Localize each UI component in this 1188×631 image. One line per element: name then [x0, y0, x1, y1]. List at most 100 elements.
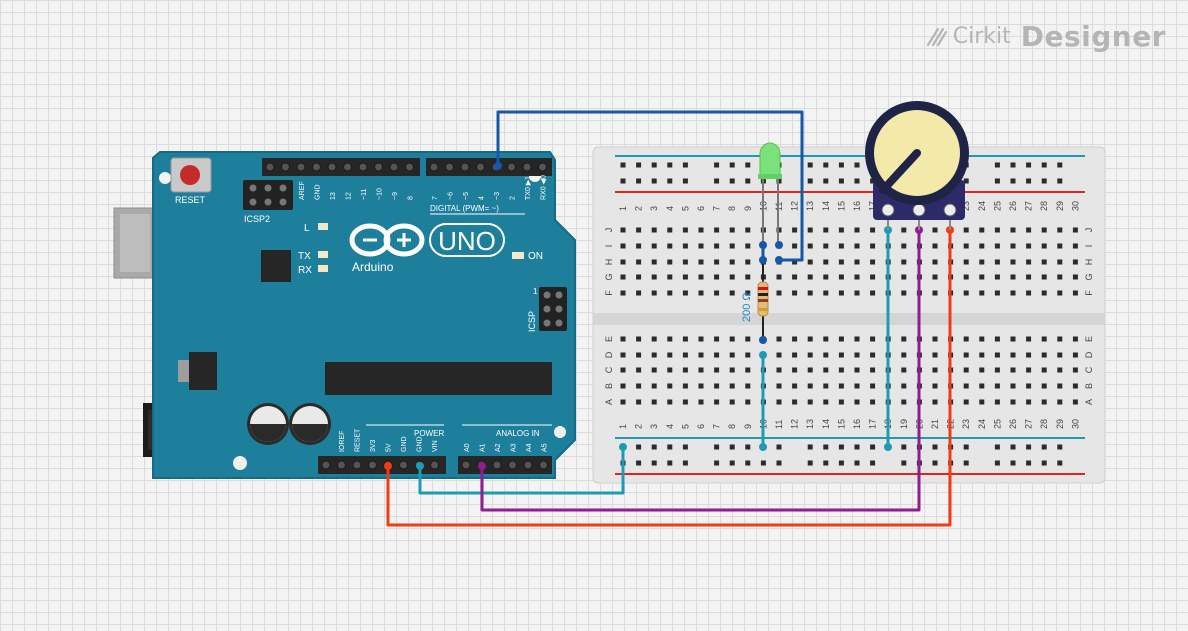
breadboard-hole[interactable] — [636, 336, 642, 342]
breadboard-hole[interactable] — [682, 290, 688, 296]
rail-hole[interactable] — [745, 444, 751, 450]
rail-hole[interactable] — [963, 178, 969, 184]
breadboard-hole[interactable] — [745, 290, 751, 296]
breadboard-hole[interactable] — [729, 352, 735, 358]
rail-hole[interactable] — [776, 460, 782, 466]
breadboard-hole[interactable] — [620, 290, 626, 296]
header-pin[interactable] — [460, 162, 470, 172]
breadboard-hole[interactable] — [729, 399, 735, 405]
rail-hole[interactable] — [651, 460, 657, 466]
breadboard-hole[interactable] — [963, 352, 969, 358]
rail-hole[interactable] — [760, 460, 766, 466]
breadboard-hole[interactable] — [745, 274, 751, 280]
breadboard-hole[interactable] — [979, 383, 985, 389]
rail-hole[interactable] — [667, 178, 673, 184]
rail-hole[interactable] — [932, 460, 938, 466]
breadboard-hole[interactable] — [714, 367, 720, 373]
icsp-pin[interactable] — [543, 319, 551, 327]
breadboard-hole[interactable] — [932, 274, 938, 280]
breadboard-hole[interactable] — [620, 259, 626, 265]
breadboard-hole[interactable] — [838, 367, 844, 373]
breadboard-hole[interactable] — [823, 290, 829, 296]
breadboard-hole[interactable] — [682, 243, 688, 249]
icsp-pin[interactable] — [543, 291, 551, 299]
header-pin[interactable] — [445, 162, 454, 172]
rail-hole[interactable] — [620, 178, 626, 184]
breadboard-hole[interactable] — [1026, 336, 1032, 342]
rail-hole[interactable] — [1041, 444, 1047, 450]
breadboard-hole[interactable] — [854, 227, 860, 233]
breadboard-hole[interactable] — [823, 367, 829, 373]
breadboard-hole[interactable] — [932, 399, 938, 405]
breadboard-hole[interactable] — [994, 352, 1000, 358]
breadboard-hole[interactable] — [698, 352, 704, 358]
breadboard-hole[interactable] — [932, 290, 938, 296]
digital-header-left[interactable] — [262, 158, 420, 176]
rail-hole[interactable] — [636, 162, 642, 168]
breadboard-hole[interactable] — [1026, 352, 1032, 358]
breadboard-hole[interactable] — [994, 259, 1000, 265]
breadboard-hole[interactable] — [1041, 399, 1047, 405]
rail-hole[interactable] — [636, 444, 642, 450]
breadboard-hole[interactable] — [994, 290, 1000, 296]
rail-hole[interactable] — [807, 178, 813, 184]
breadboard-hole[interactable] — [1057, 352, 1063, 358]
breadboard-hole[interactable] — [636, 274, 642, 280]
breadboard-hole[interactable] — [963, 274, 969, 280]
rail-hole[interactable] — [994, 444, 1000, 450]
breadboard-hole[interactable] — [823, 243, 829, 249]
breadboard-hole[interactable] — [1041, 259, 1047, 265]
breadboard-hole[interactable] — [854, 352, 860, 358]
breadboard-hole[interactable] — [651, 336, 657, 342]
breadboard-hole[interactable] — [901, 259, 907, 265]
rail-hole[interactable] — [1026, 460, 1032, 466]
breadboard-hole[interactable] — [1026, 383, 1032, 389]
breadboard-hole[interactable] — [854, 259, 860, 265]
breadboard-hole[interactable] — [745, 259, 751, 265]
reset-button-cap[interactable] — [180, 165, 200, 185]
icsp2-pin[interactable] — [279, 198, 287, 206]
icsp2-pin[interactable] — [279, 184, 287, 192]
breadboard-hole[interactable] — [994, 274, 1000, 280]
header-pin[interactable] — [343, 162, 352, 172]
wire-a1-to-pot-wiper[interactable] — [480, 228, 921, 512]
breadboard-hole[interactable] — [1072, 227, 1078, 233]
breadboard-hole[interactable] — [854, 367, 860, 373]
rail-hole[interactable] — [714, 460, 720, 466]
rail-hole[interactable] — [823, 178, 829, 184]
breadboard-hole[interactable] — [667, 259, 673, 265]
rail-hole[interactable] — [1057, 460, 1063, 466]
breadboard-hole[interactable] — [698, 243, 704, 249]
breadboard-hole[interactable] — [729, 383, 735, 389]
breadboard-hole[interactable] — [651, 352, 657, 358]
breadboard-hole[interactable] — [667, 383, 673, 389]
wire-endpoint[interactable] — [775, 241, 783, 249]
breadboard-hole[interactable] — [963, 259, 969, 265]
rail-hole[interactable] — [838, 460, 844, 466]
breadboard-hole[interactable] — [698, 259, 704, 265]
wire-gnd-to-rail[interactable] — [418, 445, 625, 495]
breadboard-hole[interactable] — [636, 290, 642, 296]
breadboard-hole[interactable] — [667, 274, 673, 280]
breadboard-hole[interactable] — [667, 352, 673, 358]
breadboard-hole[interactable] — [807, 243, 813, 249]
rail-hole[interactable] — [714, 178, 720, 184]
breadboard-hole[interactable] — [682, 352, 688, 358]
rail-hole[interactable] — [651, 162, 657, 168]
breadboard-hole[interactable] — [994, 367, 1000, 373]
breadboard-hole[interactable] — [1072, 274, 1078, 280]
breadboard-hole[interactable] — [1026, 367, 1032, 373]
header-pin[interactable] — [389, 162, 399, 172]
rail-hole[interactable] — [620, 162, 626, 168]
breadboard-hole[interactable] — [667, 336, 673, 342]
breadboard-hole[interactable] — [1072, 367, 1078, 373]
header-pin[interactable] — [368, 460, 377, 470]
breadboard-hole[interactable] — [870, 399, 876, 405]
breadboard-hole[interactable] — [792, 352, 798, 358]
breadboard-hole[interactable] — [698, 399, 704, 405]
rail-hole[interactable] — [667, 162, 673, 168]
header-pin[interactable] — [522, 162, 532, 172]
breadboard-hole[interactable] — [838, 274, 844, 280]
breadboard-hole[interactable] — [651, 399, 657, 405]
breadboard-hole[interactable] — [667, 399, 673, 405]
